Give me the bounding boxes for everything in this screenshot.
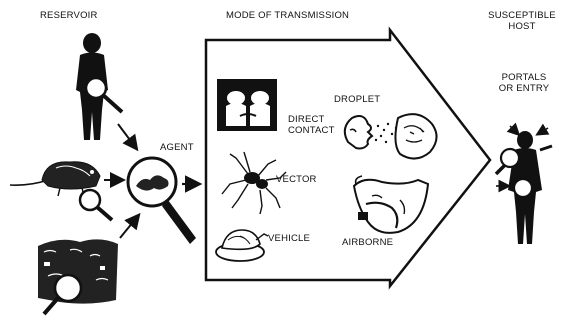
label-direct-contact: DIRECT CONTACT <box>288 114 335 136</box>
label-direct-contact-line2: CONTACT <box>288 125 335 136</box>
arrow-human-to-agent <box>118 124 136 148</box>
heading-susceptible-host: SUSCEPTIBLE HOST <box>482 10 562 32</box>
label-portals-of-entry: PORTALS OR ENTRY <box>486 72 562 94</box>
human-reservoir-icon <box>76 33 122 140</box>
agent-magnifier-icon <box>128 158 196 244</box>
soil-reservoir-icon <box>38 239 118 314</box>
arrow-soil-to-agent <box>120 216 138 238</box>
label-agent: AGENT <box>160 142 194 153</box>
label-portals-line1: PORTALS <box>486 72 562 83</box>
heading-reservoir: RESERVOIR <box>40 10 98 21</box>
susceptible-host-icon <box>496 131 552 244</box>
direct-contact-icon <box>218 80 276 130</box>
heading-susceptible-line2: HOST <box>482 21 562 32</box>
heading-susceptible-line1: SUSCEPTIBLE <box>482 10 562 21</box>
label-droplet: DROPLET <box>334 94 380 105</box>
label-vector: VECTOR <box>276 174 317 185</box>
label-airborne: AIRBORNE <box>342 237 393 248</box>
portal-arrow-mouth <box>538 128 548 134</box>
heading-mode-of-transmission: MODE OF TRANSMISSION <box>226 10 349 21</box>
label-portals-line2: OR ENTRY <box>486 83 562 94</box>
rat-reservoir-icon <box>10 162 112 220</box>
portal-arrow-head <box>510 126 518 134</box>
label-direct-contact-line1: DIRECT <box>288 114 335 125</box>
label-vehicle: VEHICLE <box>268 233 310 244</box>
